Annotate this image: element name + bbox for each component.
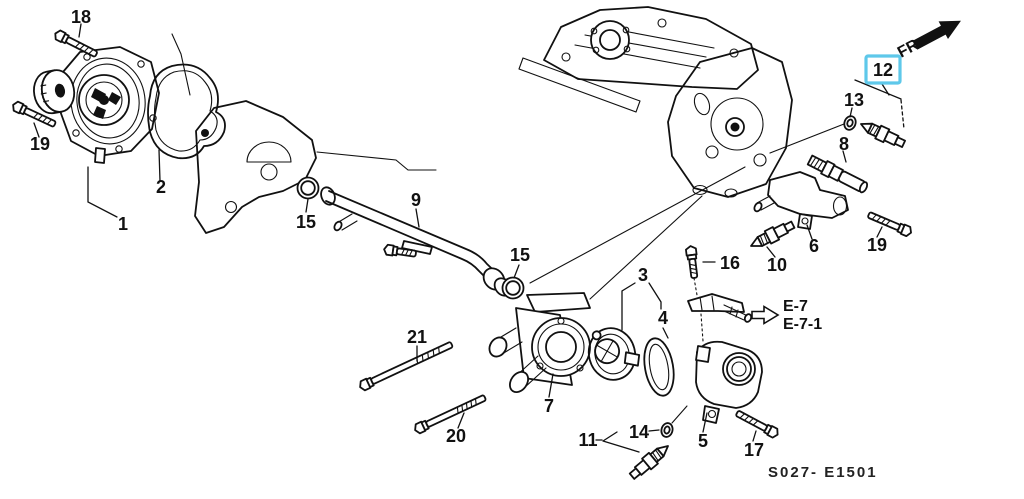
callout-19-right[interactable]: 19: [867, 235, 887, 255]
thermostat-cover-drawing: [488, 292, 591, 394]
callout-20[interactable]: 20: [446, 426, 466, 446]
reference-e7[interactable]: E-7: [783, 298, 808, 315]
water-pump-drawing: [33, 46, 160, 164]
sensor-10-drawing: [746, 217, 797, 254]
callout-2[interactable]: 2: [156, 177, 166, 197]
callout-8[interactable]: 8: [839, 134, 849, 154]
callout-12[interactable]: 12: [873, 60, 893, 80]
callout-labels: 18 19 1 2 15 9 15 21 20 7 3 4 11 14 5 17…: [30, 7, 887, 460]
sensor-12-drawing: [857, 116, 908, 152]
assembly-line: [671, 405, 688, 424]
bolt-21-drawing: [357, 338, 455, 393]
diagram-code: S027- E1501: [768, 464, 878, 481]
sensor-bracket-plate-drawing: [687, 293, 753, 323]
water-inlet-housing-drawing: [695, 340, 763, 424]
callout-6[interactable]: 6: [809, 236, 819, 256]
fr-direction-arrow-icon: [912, 20, 961, 50]
engine-block-drawing: [518, 6, 845, 300]
bolt-18-drawing: [52, 28, 100, 60]
leader-lines: [33, 23, 905, 453]
water-pipe-drawing: [320, 186, 513, 297]
washer-14-drawing: [658, 420, 676, 440]
reference-arrow-icon: [751, 305, 780, 325]
callout-4[interactable]: 4: [658, 308, 668, 328]
bolt-17-drawing: [733, 407, 781, 440]
callout-1[interactable]: 1: [118, 214, 128, 234]
callout-5[interactable]: 5: [698, 431, 708, 451]
callout-21[interactable]: 21: [407, 327, 427, 347]
o-ring-15a-drawing: [296, 176, 320, 200]
bolt-16-drawing: [684, 244, 701, 280]
callout-19-left[interactable]: 19: [30, 134, 50, 154]
bolt-19-right-drawing: [865, 209, 914, 239]
assembly-line: [700, 313, 704, 342]
callout-17[interactable]: 17: [744, 440, 764, 460]
assembly-line: [693, 277, 698, 296]
adapter-8-drawing: [806, 154, 869, 194]
thermostat-drawing: [587, 327, 641, 381]
reference-links: E-7 E-7-1: [751, 298, 822, 333]
callout-14[interactable]: 14: [629, 422, 649, 442]
callout-16[interactable]: 16: [720, 253, 740, 273]
callout-3[interactable]: 3: [638, 265, 648, 285]
highlighted-callout-12[interactable]: 12: [864, 54, 902, 85]
callout-12-highlight-box[interactable]: [864, 54, 902, 85]
engine-bracket-drawing: [171, 33, 437, 234]
callout-13[interactable]: 13: [844, 90, 864, 110]
fr-direction-indicator: FR.: [895, 20, 961, 62]
callout-9[interactable]: 9: [411, 190, 421, 210]
thermostat-gasket-drawing: [643, 337, 675, 397]
callout-11[interactable]: 11: [578, 430, 597, 450]
o-ring-15b-drawing: [501, 276, 525, 300]
water-joint-drawing: [753, 171, 849, 230]
callout-18[interactable]: 18: [71, 7, 91, 27]
sensor-11-drawing: [626, 439, 674, 483]
callout-15-left[interactable]: 15: [296, 212, 316, 232]
callout-15-right[interactable]: 15: [510, 245, 530, 265]
callout-10[interactable]: 10: [767, 255, 787, 275]
reference-e7-1[interactable]: E-7-1: [783, 316, 822, 333]
callout-7[interactable]: 7: [544, 396, 554, 416]
